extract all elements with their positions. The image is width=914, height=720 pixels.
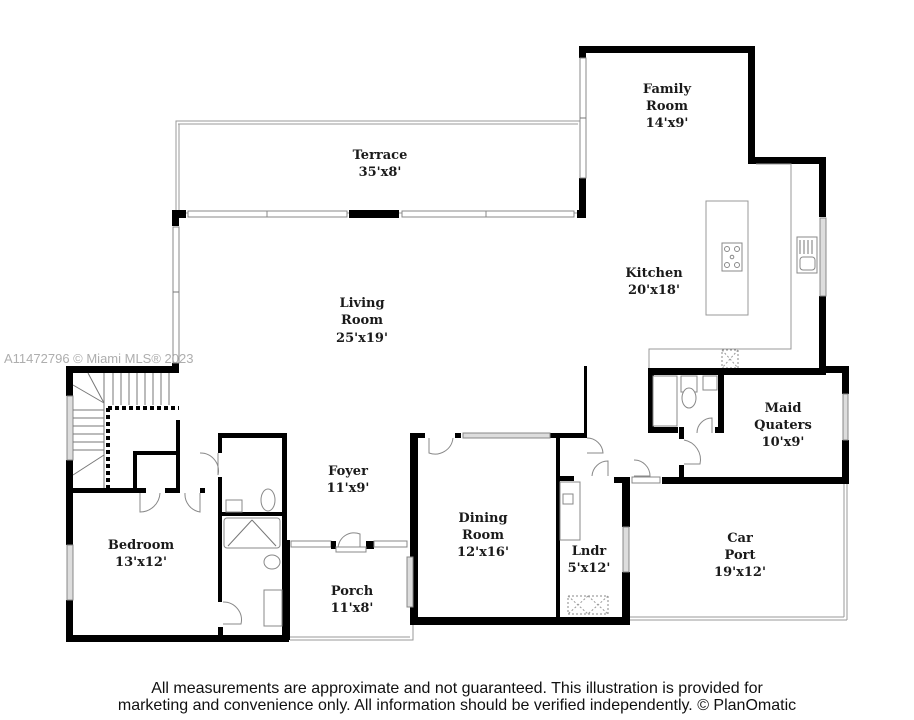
maid-quarters-walls xyxy=(648,368,849,477)
svg-text:Kitchen: Kitchen xyxy=(625,266,683,281)
room-label-terrace: Terrace 35'x8' xyxy=(353,148,408,180)
washer-dryer-icon xyxy=(567,595,609,615)
svg-text:25'x19': 25'x19' xyxy=(336,331,388,346)
svg-text:11'x9': 11'x9' xyxy=(327,481,370,496)
svg-text:Maid: Maid xyxy=(765,401,802,416)
svg-text:Room: Room xyxy=(341,313,383,328)
bedroom-walls xyxy=(66,366,289,642)
room-label-maid-quarters: Maid Quaters 10'x9' xyxy=(754,401,812,450)
svg-text:Living: Living xyxy=(339,296,384,311)
room-label-dining-room: Dining Room 12'x16' xyxy=(457,511,509,560)
vanity-sink-icon xyxy=(225,499,243,513)
laundry-window xyxy=(622,526,630,573)
dining-window xyxy=(462,432,551,439)
svg-text:Port: Port xyxy=(725,548,756,563)
mls-watermark: A11472796 © Miami MLS® 2023 xyxy=(4,351,194,366)
svg-text:10'x9': 10'x9' xyxy=(762,435,805,450)
car-port-outline xyxy=(630,484,848,621)
svg-text:5'x12': 5'x12' xyxy=(568,561,611,576)
kitchen-window xyxy=(819,217,827,297)
hall-walls xyxy=(556,366,661,625)
staircase-icon xyxy=(72,372,170,488)
svg-text:Porch: Porch xyxy=(331,584,374,599)
room-label-porch: Porch 11'x8' xyxy=(331,584,374,616)
porch-window xyxy=(406,556,414,608)
svg-text:Foyer: Foyer xyxy=(328,464,368,479)
disclaimer-line-1: All measurements are approximate and not… xyxy=(151,680,763,697)
room-label-family-room: Family Room 14'x9' xyxy=(643,82,692,131)
bath-walls xyxy=(199,433,287,642)
svg-text:13'x12': 13'x12' xyxy=(115,555,167,570)
living-left-window xyxy=(172,226,180,364)
cooktop-icon xyxy=(721,242,743,272)
laundry-counter xyxy=(559,481,581,541)
room-label-laundry: Lndr 5'x12' xyxy=(568,544,611,576)
svg-text:Room: Room xyxy=(462,528,504,543)
terrace-windows xyxy=(187,210,575,218)
svg-text:Bedroom: Bedroom xyxy=(108,538,175,553)
disclaimer-line-2: marketing and convenience only. All info… xyxy=(117,697,797,714)
svg-text:11'x8': 11'x8' xyxy=(331,601,374,616)
tub-icon xyxy=(223,517,281,549)
room-label-car-port: Car Port 19'x12' xyxy=(714,531,766,580)
toilet-icon xyxy=(260,488,276,512)
bath-sink-icon xyxy=(702,375,718,391)
bedroom-window xyxy=(66,544,74,601)
kitchen-counters xyxy=(648,163,827,369)
svg-text:Car: Car xyxy=(727,531,753,546)
svg-text:19'x12': 19'x12' xyxy=(714,565,766,580)
vanity-icon xyxy=(263,589,283,627)
room-label-living-room: Living Room 25'x19' xyxy=(336,296,388,346)
exterior-walls xyxy=(172,46,849,484)
svg-text:20'x18': 20'x18' xyxy=(628,283,680,298)
dining-room-walls xyxy=(406,432,560,625)
kitchen-island xyxy=(705,200,749,316)
svg-text:35'x8': 35'x8' xyxy=(359,165,402,180)
svg-text:Terrace: Terrace xyxy=(353,148,408,163)
shower-icon xyxy=(652,375,678,427)
stair-window xyxy=(66,395,74,461)
svg-text:Dining: Dining xyxy=(458,511,507,526)
svg-text:Room: Room xyxy=(646,99,688,114)
room-label-foyer: Foyer 11'x9' xyxy=(327,464,370,496)
svg-text:Quaters: Quaters xyxy=(754,418,812,433)
svg-text:Lndr: Lndr xyxy=(572,544,607,559)
svg-text:14'x9': 14'x9' xyxy=(646,116,689,131)
svg-text:Family: Family xyxy=(643,82,692,97)
room-label-kitchen: Kitchen 20'x18' xyxy=(625,266,683,298)
room-label-bedroom: Bedroom 13'x12' xyxy=(108,538,175,570)
svg-text:12'x16': 12'x16' xyxy=(457,545,509,560)
maid-window xyxy=(842,393,849,441)
